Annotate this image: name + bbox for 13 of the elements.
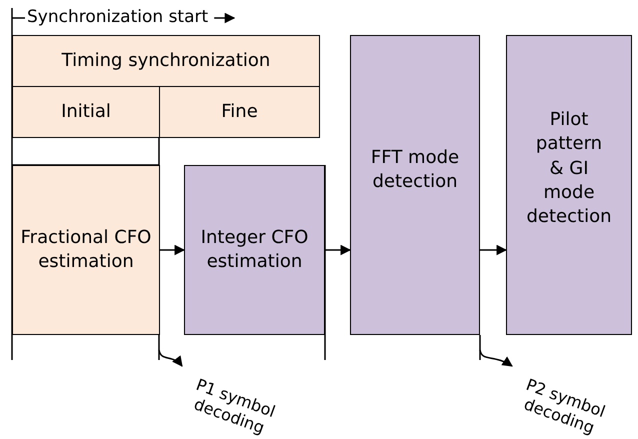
process-box: FFT mode detection [350, 35, 480, 335]
process-box: Integer CFO estimation [184, 165, 325, 335]
arrow [479, 350, 513, 367]
arrow [480, 244, 508, 256]
process-box: Fine [159, 86, 320, 138]
arrow [325, 244, 352, 256]
arrow [158, 350, 183, 367]
process-box: Timing synchronization [12, 35, 320, 87]
process-box: Fractional CFO estimation [12, 165, 160, 335]
timeline-label: Synchronization start [27, 7, 208, 28]
process-box: Initial [12, 86, 160, 138]
arrow [160, 244, 186, 256]
process-box: Pilot pattern & GI mode detection [506, 35, 632, 335]
